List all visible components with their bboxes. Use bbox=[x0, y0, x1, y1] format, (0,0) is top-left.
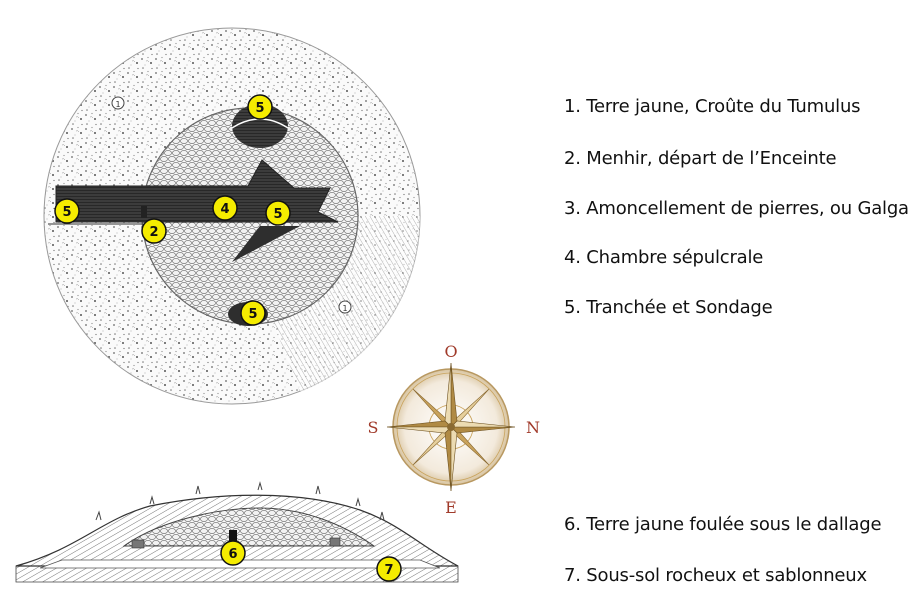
legend-item-4: 4. Chambre sépulcrale bbox=[564, 247, 764, 268]
legend-item-6: 6. Terre jaune foulée sous le dallage bbox=[564, 514, 882, 535]
marker-2: 2 bbox=[141, 218, 167, 244]
svg-text:5: 5 bbox=[255, 101, 264, 116]
legend-item-7: 7. Sous-sol rocheux et sablonneux bbox=[564, 565, 867, 586]
compass-north-label: O bbox=[444, 342, 457, 361]
svg-text:5: 5 bbox=[62, 205, 71, 220]
svg-text:5: 5 bbox=[273, 207, 282, 222]
marker-6: 6 bbox=[220, 540, 246, 566]
svg-text:1: 1 bbox=[115, 100, 120, 109]
marker-5-top: 5 bbox=[247, 94, 273, 120]
section-galgal bbox=[122, 507, 376, 547]
section-stone-left bbox=[131, 539, 145, 549]
small-marker-1-right: 1 bbox=[338, 300, 352, 314]
small-marker-1-top: 1 bbox=[111, 96, 125, 110]
legend-item-5: 5. Tranchée et Sondage bbox=[564, 297, 773, 318]
marker-5-bottom: 5 bbox=[240, 300, 266, 326]
legend-item-1: 1. Terre jaune, Croûte du Tumulus bbox=[564, 96, 861, 117]
svg-text:7: 7 bbox=[384, 563, 393, 578]
section-grass bbox=[95, 481, 385, 521]
section-chamber bbox=[229, 530, 237, 546]
legend-item-3: 3. Amoncellement de pierres, ou Galgal bbox=[564, 198, 909, 219]
compass-east-label: N bbox=[526, 418, 540, 437]
marker-5-right: 5 bbox=[265, 200, 291, 226]
compass-rose: O E S N bbox=[368, 342, 540, 517]
tumulus-section: 6 7 bbox=[15, 481, 459, 583]
section-foundation bbox=[39, 559, 441, 569]
marker-7: 7 bbox=[376, 556, 402, 582]
marker-4: 4 bbox=[212, 195, 238, 221]
svg-text:1: 1 bbox=[342, 304, 347, 313]
compass-west-label: S bbox=[368, 418, 379, 437]
tumulus-plan: 1 1 5 5 4 5 2 5 bbox=[43, 27, 421, 405]
trench-shadow bbox=[232, 226, 300, 262]
svg-text:5: 5 bbox=[248, 307, 257, 322]
svg-text:6: 6 bbox=[228, 547, 237, 562]
legend-item-2: 2. Menhir, départ de l’Enceinte bbox=[564, 148, 837, 169]
menhir bbox=[141, 206, 147, 218]
svg-text:4: 4 bbox=[220, 202, 229, 217]
svg-text:2: 2 bbox=[149, 225, 158, 240]
section-stone-right bbox=[329, 537, 341, 547]
compass-south-label: E bbox=[445, 498, 457, 517]
marker-5-left: 5 bbox=[54, 198, 80, 224]
sondage-top bbox=[232, 104, 288, 148]
